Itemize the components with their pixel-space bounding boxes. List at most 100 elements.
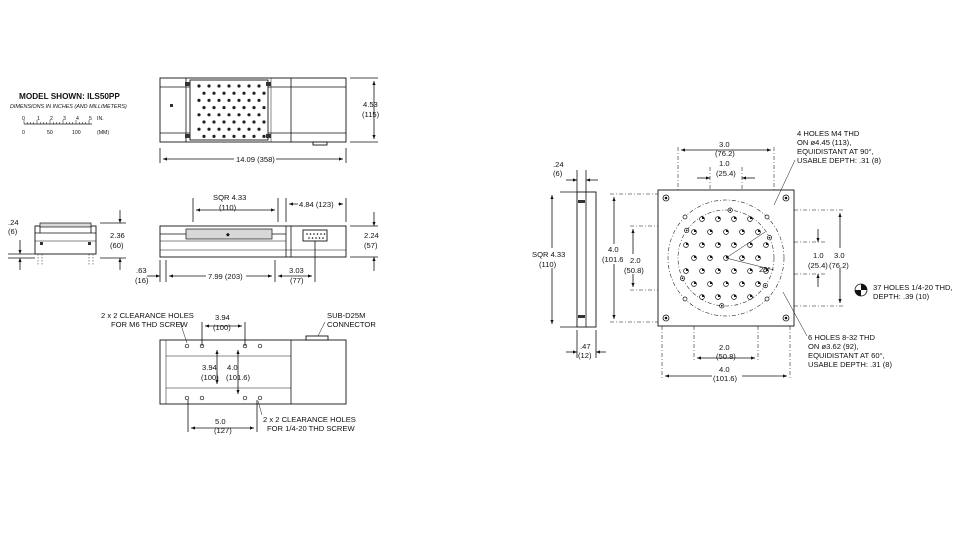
top-hole: [247, 127, 251, 131]
svg-text:50: 50: [47, 130, 53, 136]
top-hole: [242, 120, 246, 124]
top-hole: [247, 84, 251, 88]
end-base-dim-mm: (6): [8, 227, 18, 236]
corner-hole-center: [784, 316, 788, 320]
legend: MODEL SHOWN: ILS50PP DIMENSIONS IN INCHE…: [10, 92, 127, 136]
top-hole: [232, 106, 236, 110]
svg-text:IN.: IN.: [97, 116, 104, 122]
top-hole: [207, 127, 211, 131]
top-hole: [207, 84, 211, 88]
top-hole: [252, 134, 256, 138]
corner-hole-center: [664, 196, 668, 200]
m4-note-2: ON ø4.45 (113),: [797, 138, 851, 147]
pitch-hole-center: [768, 236, 771, 239]
carriage-r3-mm: (76.2): [829, 261, 849, 270]
top-hole: [212, 134, 216, 138]
top-hole: [247, 113, 251, 117]
thread-hole-mark: [766, 268, 769, 271]
top-hole: [197, 84, 201, 88]
connector-pin: [306, 233, 308, 235]
top-hole: [252, 120, 256, 124]
top-hole: [207, 98, 211, 102]
svg-text:1: 1: [37, 116, 40, 122]
holes37-note-2: DEPTH: .39 (10): [873, 292, 930, 301]
side-offset-dim-in: .63: [136, 266, 147, 275]
top-hole: [262, 91, 266, 95]
end-height-dim-in: 2.36: [110, 231, 125, 240]
bottom-v-spacing-mm: (100): [201, 373, 219, 382]
q20-clearance-label-2: FOR 1/4-20 THD SCREW: [267, 424, 355, 433]
carriage-b2-in: 2.0: [719, 343, 730, 352]
svg-text:(MM): (MM): [97, 130, 109, 136]
top-hole: [222, 91, 226, 95]
side-height-dim-in: 2.24: [364, 231, 379, 240]
bolt-circle-832: [677, 209, 775, 307]
thread-hole-mark: [702, 242, 705, 245]
top-hole: [222, 120, 226, 124]
carriage-base-dim-mm: (12): [578, 351, 592, 360]
carriage-top-view: 25° 3.0 (76.2) 1.0 (25.4) 4.0 (101.6) 2.…: [601, 129, 953, 383]
thread-hole-mark: [758, 281, 761, 284]
pitch-hole-center: [764, 284, 767, 287]
top-hole: [227, 98, 231, 102]
top-hole: [257, 84, 261, 88]
svg-text:5: 5: [89, 116, 92, 122]
bottom-h-spacing-in: 5.0: [215, 417, 226, 426]
connector-pin: [316, 233, 319, 235]
scale-bar: 0 1 2 3 4 5 IN. 0 50 100 (MM): [22, 116, 109, 136]
top-hole: [212, 120, 216, 124]
thread-hole-mark: [718, 216, 721, 219]
connector-pin: [323, 233, 326, 235]
top-hole: [197, 127, 201, 131]
side-travel-dim: 7.99 (203): [208, 272, 243, 281]
model-shown-label: MODEL SHOWN: ILS50PP: [19, 92, 120, 101]
connector-pin: [309, 233, 312, 235]
top-hole: [242, 106, 246, 110]
clearance-hole: [184, 343, 190, 349]
bottom-top-spacing-mm: (100): [213, 323, 231, 332]
corner-hole-center: [664, 316, 668, 320]
m4-note-3: EQUIDISTANT AT 90°,: [797, 147, 874, 156]
top-hole: [262, 120, 266, 124]
carriage-r1-in: 1.0: [813, 251, 824, 260]
top-hole: [257, 113, 261, 117]
svg-text:◆: ◆: [226, 232, 230, 238]
connector-pin: [315, 237, 317, 239]
thread-hole-mark: [710, 255, 713, 258]
m4-hole: [764, 296, 770, 302]
top-hole: [232, 91, 236, 95]
thread-hole-mark: [750, 216, 753, 219]
carriage-w1-mm: (25.4): [716, 169, 736, 178]
h832-note-2: ON ø3.62 (92),: [808, 342, 859, 351]
thread-hole-mark: [726, 281, 729, 284]
carriage-base-dim-in: .47: [580, 342, 591, 351]
side-conn-dim-mm: (77): [290, 276, 304, 285]
top-width-dim-mm: (115): [362, 110, 380, 119]
top-hole: [237, 84, 241, 88]
top-hole: [212, 106, 216, 110]
thread-hole-mark: [694, 229, 697, 232]
carriage-side-view: SQR 4.33 (110) .24 (6) .47 (12): [531, 160, 606, 360]
sub-d-label-2: CONNECTOR: [327, 320, 376, 329]
thread-hole-mark: [734, 216, 737, 219]
top-hole: [252, 91, 256, 95]
top-hole: [242, 134, 246, 138]
thread-hole-mark: [710, 229, 713, 232]
stage-bottom-view: 2 x 2 CLEARANCE HOLES FOR M6 THD SCREW 3…: [101, 311, 376, 435]
top-hole: [242, 91, 246, 95]
top-hole: [222, 134, 226, 138]
connector-pin: [313, 233, 315, 235]
pitch-hole-center: [685, 229, 688, 232]
m4-note-4: USABLE DEPTH: .31 (8): [797, 156, 881, 165]
carriage-h4-mm: (101.6): [602, 255, 627, 264]
side-height-dim-mm: (57): [364, 241, 378, 250]
bottom-v2-in: 4.0: [227, 363, 238, 372]
bottom-v2-mm: (101.6): [226, 373, 251, 382]
clearance-hole: [242, 395, 248, 401]
top-hole: [207, 113, 211, 117]
thread-hole-mark: [718, 294, 721, 297]
thread-hole-mark: [742, 229, 745, 232]
thread-hole-mark: [718, 268, 721, 271]
carriage-r3-in: 3.0: [834, 251, 845, 260]
thread-hole-mark: [734, 242, 737, 245]
